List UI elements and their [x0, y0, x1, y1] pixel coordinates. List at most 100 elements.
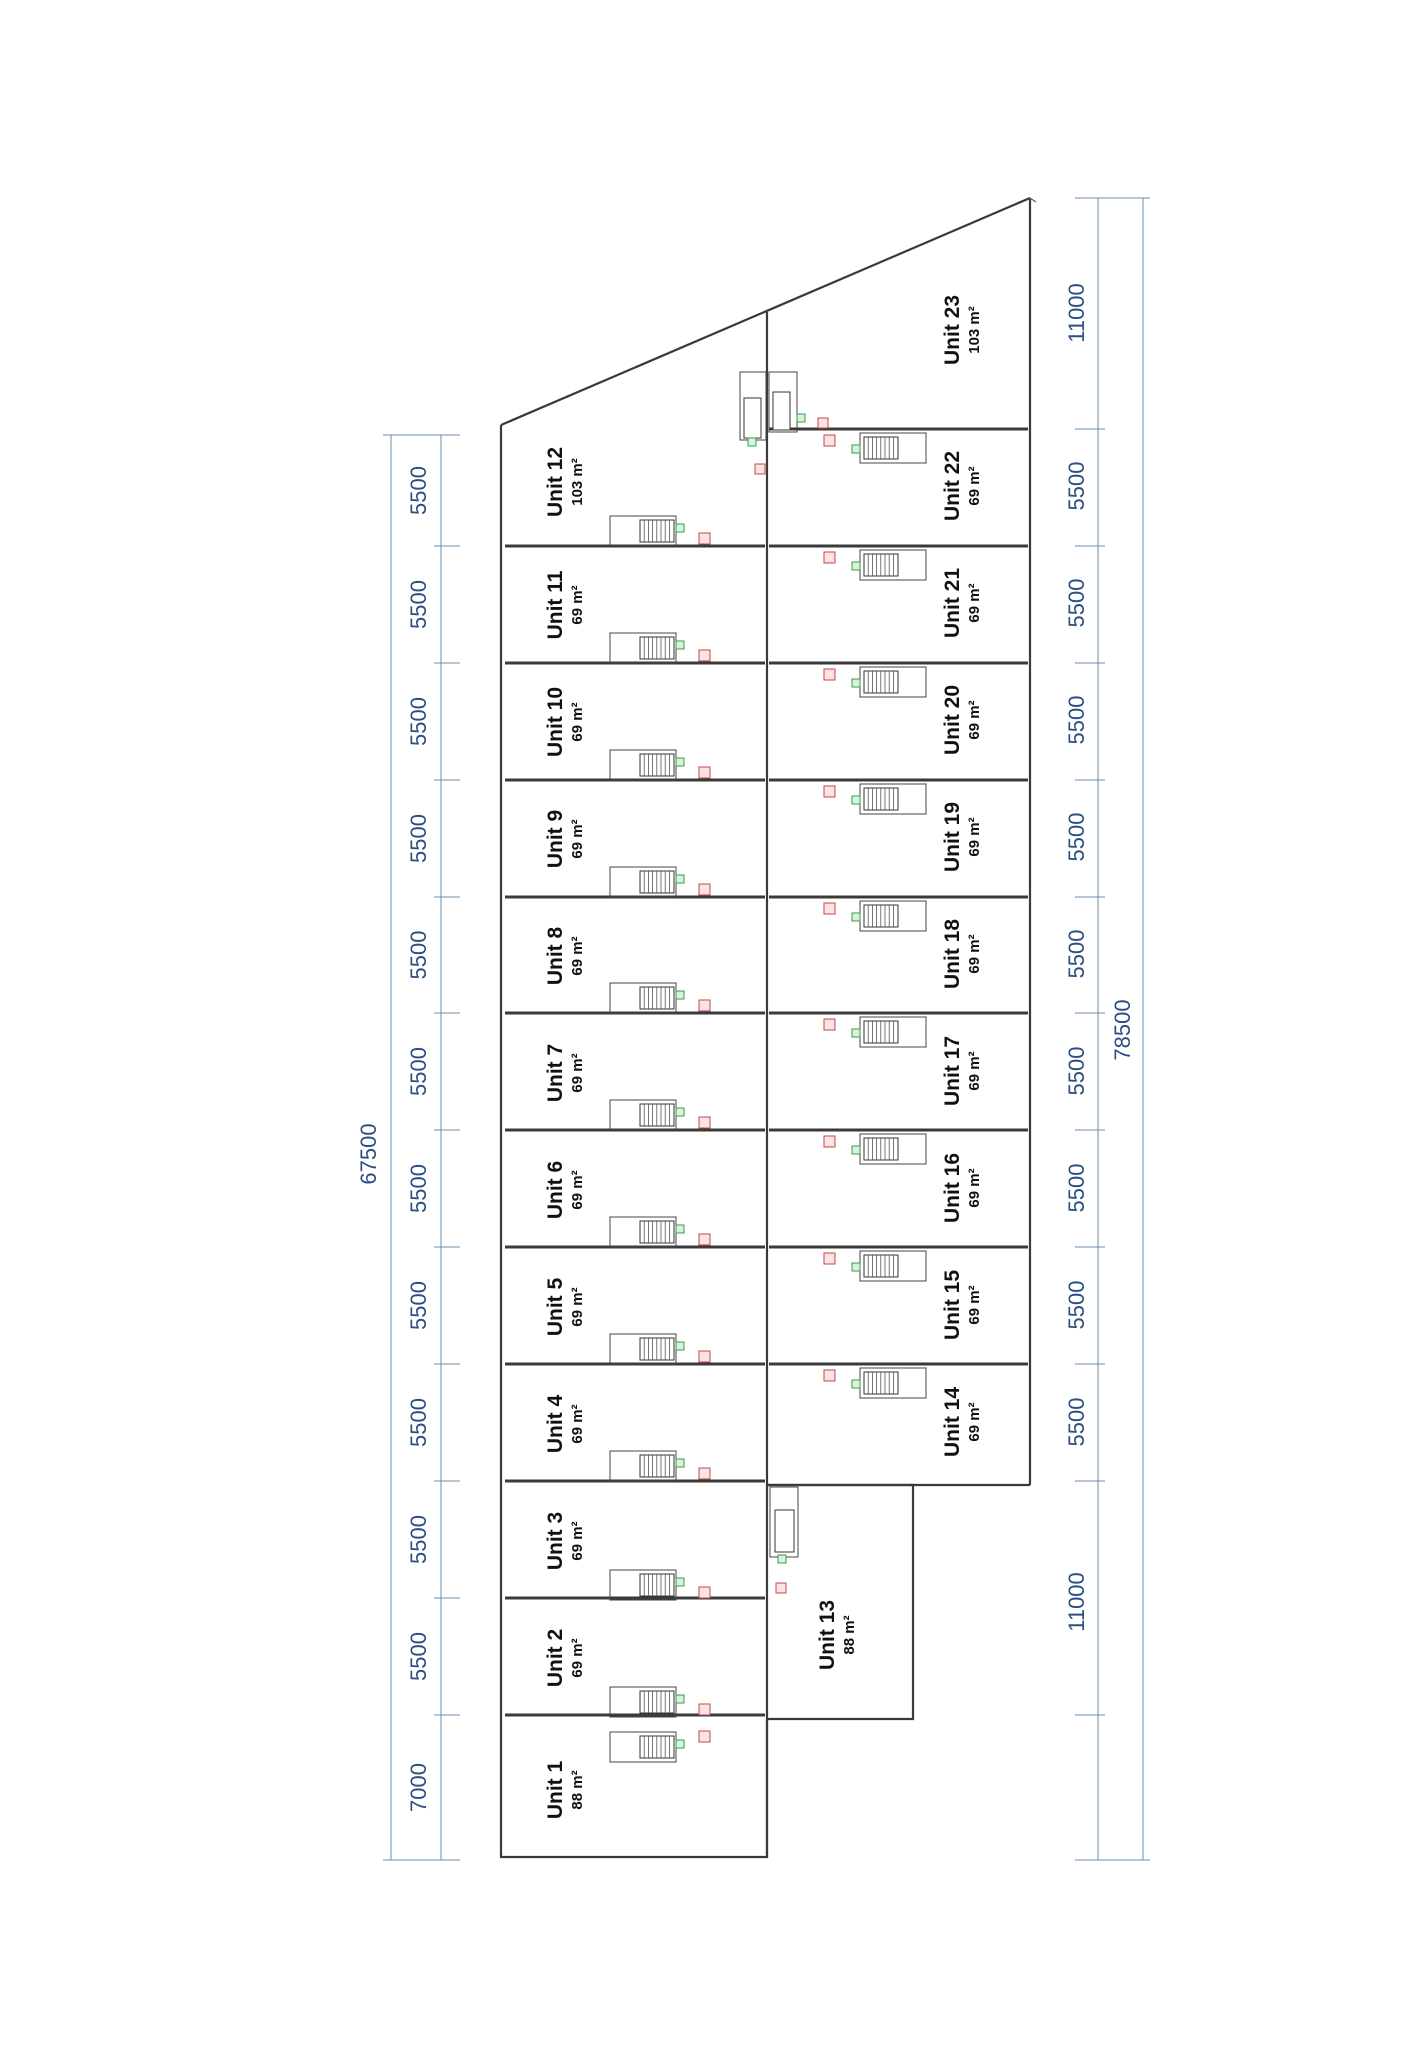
unit-name: Unit 7 — [544, 1044, 567, 1102]
stair — [859, 1016, 927, 1048]
unit-name: Unit 9 — [544, 810, 567, 868]
stair — [609, 1731, 677, 1763]
dimension-lines — [383, 197, 1150, 1861]
unit-area: 69 m² — [569, 819, 586, 858]
stair — [609, 1333, 677, 1365]
exit-sign-icon — [851, 1145, 861, 1155]
stair — [609, 632, 677, 664]
unit-area: 69 m² — [569, 1170, 586, 1209]
unit-area: 69 m² — [966, 1402, 983, 1441]
fire-equipment-icon — [698, 1116, 711, 1129]
unit-name: Unit 21 — [941, 568, 964, 638]
exit-sign-icon — [675, 990, 685, 1000]
stair — [609, 515, 677, 547]
dimension-label: 5500 — [1064, 930, 1089, 979]
outer-walls — [499, 196, 1037, 1859]
stair — [859, 666, 927, 698]
fire-equipment-icon — [823, 551, 836, 564]
exit-sign-icon — [675, 1577, 685, 1587]
dimension-label: 5500 — [406, 1632, 431, 1681]
exit-sign-icon — [851, 561, 861, 571]
dimension-label: 5500 — [406, 931, 431, 980]
unit-area: 69 m² — [966, 817, 983, 856]
stair — [859, 549, 927, 581]
fire-equipment-icon — [823, 434, 836, 447]
stair — [859, 900, 927, 932]
fire-equipment-icon — [698, 532, 711, 545]
stair — [859, 1250, 927, 1282]
unit-area: 69 m² — [966, 1051, 983, 1090]
fire-equipment-icon — [823, 1369, 836, 1382]
fire-equipment-icon — [698, 999, 711, 1012]
exit-sign-icon — [675, 1341, 685, 1351]
exit-sign-icon — [675, 1107, 685, 1117]
exit-sign-icon — [851, 1262, 861, 1272]
stair — [609, 1450, 677, 1482]
fire-equipment-icon — [698, 1730, 711, 1743]
east-stairs — [823, 432, 927, 1399]
unit-name: Unit 19 — [941, 802, 964, 872]
unit-name: Unit 6 — [544, 1161, 567, 1219]
dimension-label: 7000 — [406, 1763, 431, 1812]
unit-area: 69 m² — [966, 1285, 983, 1324]
exit-sign-icon — [851, 444, 861, 454]
unit13-stair — [769, 1486, 799, 1594]
stair — [859, 432, 927, 464]
dimension-label: 5500 — [1064, 1164, 1089, 1213]
unit-area: 69 m² — [569, 1287, 586, 1326]
exit-sign-icon — [851, 678, 861, 688]
stair — [609, 1216, 677, 1248]
stair — [609, 866, 677, 898]
dimension-label: 5500 — [406, 1398, 431, 1447]
stair — [609, 1686, 677, 1718]
unit-area: 69 m² — [966, 583, 983, 622]
exit-sign-icon — [675, 1739, 685, 1749]
dimension-label: 5500 — [406, 1281, 431, 1330]
dimension-label: 11000 — [1064, 1572, 1089, 1632]
stair — [609, 749, 677, 781]
stair — [609, 1099, 677, 1131]
unit-area: 69 m² — [966, 466, 983, 505]
unit-area: 69 m² — [569, 1638, 586, 1677]
unit-area: 69 m² — [569, 1404, 586, 1443]
unit-name: Unit 12 — [544, 447, 567, 517]
fire-equipment-icon — [823, 668, 836, 681]
unit-area: 69 m² — [569, 1053, 586, 1092]
exit-sign-icon — [675, 640, 685, 650]
unit-name: Unit 22 — [941, 451, 964, 521]
dimension-label: 5500 — [1064, 696, 1089, 745]
fire-equipment-icon — [823, 1018, 836, 1031]
dimension-label: 5500 — [1064, 1281, 1089, 1330]
fire-equipment-icon — [823, 1252, 836, 1265]
exit-sign-icon — [851, 795, 861, 805]
unit-name: Unit 23 — [941, 295, 964, 365]
unit-name: Unit 16 — [941, 1153, 964, 1223]
exit-sign-icon — [675, 874, 685, 884]
fire-equipment-icon — [823, 785, 836, 798]
unit-name: Unit 4 — [544, 1395, 567, 1454]
dimension-label: 5500 — [406, 1047, 431, 1096]
unit-area: 69 m² — [966, 700, 983, 739]
unit-area: 69 m² — [569, 1521, 586, 1560]
dimension-label: 5500 — [406, 1164, 431, 1213]
exit-sign-icon — [675, 523, 685, 533]
stair — [859, 1133, 927, 1165]
dimension-label: 5500 — [1064, 813, 1089, 862]
fire-equipment-icon — [698, 1467, 711, 1480]
unit-name: Unit 3 — [544, 1512, 567, 1570]
